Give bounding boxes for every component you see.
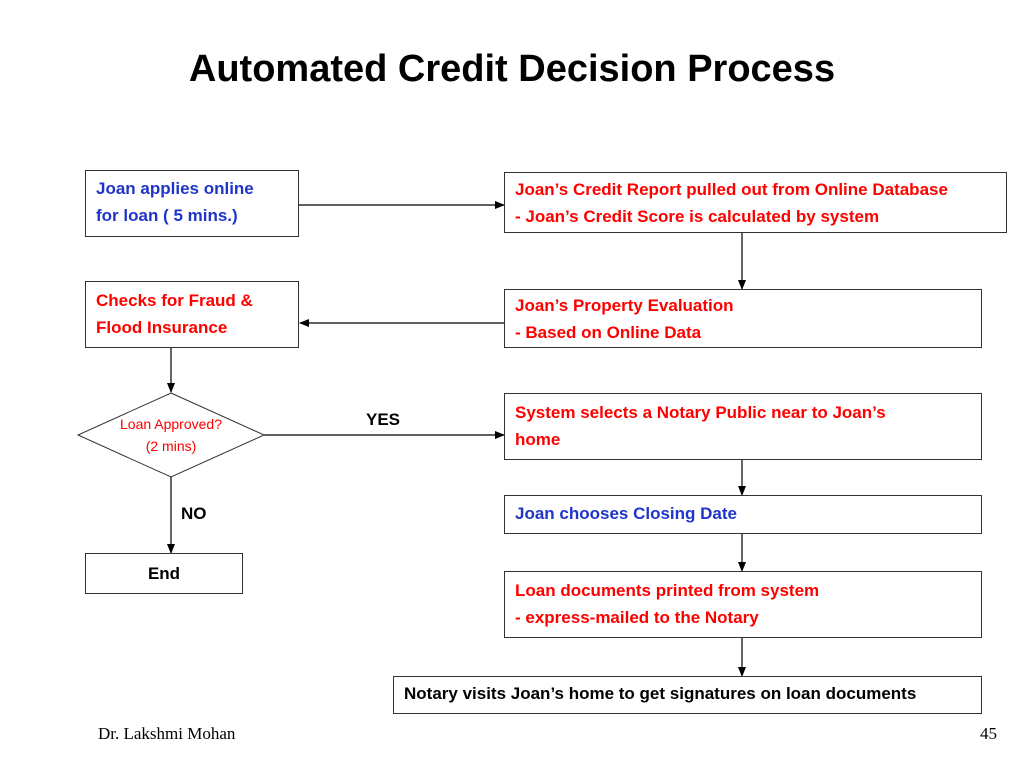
node-notary-select: System selects a Notary Public near to J… xyxy=(504,393,982,460)
footer-author: Dr. Lakshmi Mohan xyxy=(98,724,236,743)
node-notary-select-line-1: System selects a Notary Public near to J… xyxy=(515,403,886,422)
edge-label-yes: YES xyxy=(366,410,401,429)
node-end-label: End xyxy=(147,564,181,583)
node-credit-report-line-2: - Joan’s Credit Score is calculated by s… xyxy=(515,207,880,226)
node-credit-report: Joan’s Credit Report pulled out from Onl… xyxy=(504,172,1007,233)
footer-page-number: 45 xyxy=(980,724,997,743)
node-notary-visit: Notary visits Joan’s home to get signatu… xyxy=(393,676,982,714)
node-apply-line-2: for loan ( 5 mins.) xyxy=(96,206,238,225)
node-notary-visit-line-1: Notary visits Joan’s home to get signatu… xyxy=(404,684,917,703)
node-apply-line-1: Joan applies online xyxy=(96,179,254,198)
node-credit-report-line-1: Joan’s Credit Report pulled out from Onl… xyxy=(515,180,948,199)
node-closing-date: Joan chooses Closing Date xyxy=(504,495,982,534)
node-documents: Loan documents printed from system - exp… xyxy=(504,571,982,638)
slide-title: Automated Credit Decision Process xyxy=(188,48,836,90)
node-documents-line-1: Loan documents printed from system xyxy=(515,581,820,600)
node-notary-select-line-2: home xyxy=(515,430,561,449)
node-decision-line-2: (2 mins) xyxy=(145,438,197,454)
node-closing-date-line-1: Joan chooses Closing Date xyxy=(515,504,737,523)
node-fraud-check: Checks for Fraud & Flood Insurance xyxy=(85,281,299,348)
node-fraud-line-1: Checks for Fraud & xyxy=(96,291,253,310)
node-property-line-1: Joan’s Property Evaluation xyxy=(515,296,734,315)
node-decision-line-1: Loan Approved? xyxy=(120,416,222,432)
node-documents-line-2: - express-mailed to the Notary xyxy=(515,608,759,627)
node-apply: Joan applies online for loan ( 5 mins.) xyxy=(85,170,299,237)
node-property-evaluation: Joan’s Property Evaluation - Based on On… xyxy=(504,289,982,348)
node-fraud-line-2: Flood Insurance xyxy=(96,318,228,337)
edge-label-no: NO xyxy=(181,504,207,523)
node-end: End xyxy=(85,553,243,594)
node-property-line-2: - Based on Online Data xyxy=(515,323,702,342)
node-decision: Loan Approved? (2 mins) xyxy=(78,413,264,457)
